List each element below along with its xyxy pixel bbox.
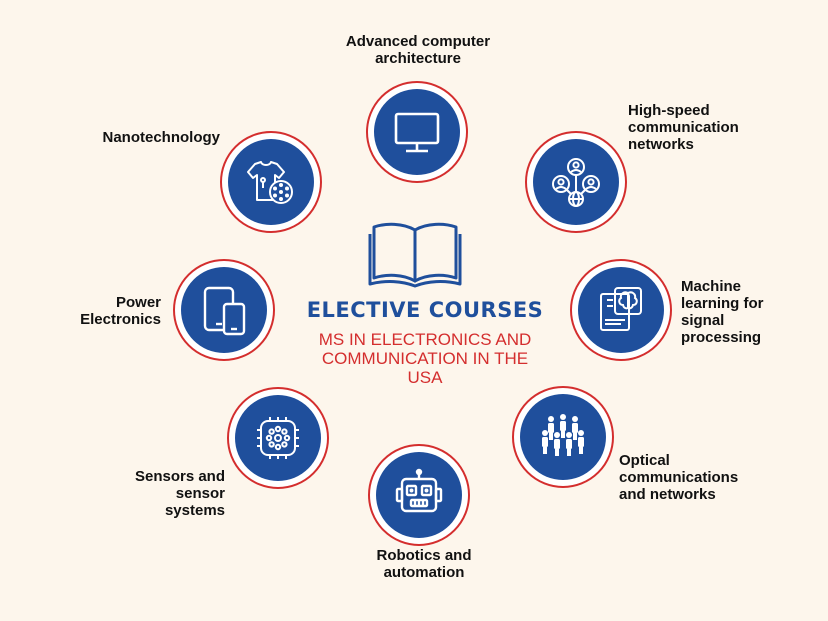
nano-shirt-icon <box>247 161 293 204</box>
node-nanotechnology <box>220 131 322 233</box>
robot-icon <box>395 468 443 513</box>
devices-icon <box>203 286 246 336</box>
brain-document-icon <box>600 287 642 331</box>
label-high-speed-communication-networks: High-speed communication networks <box>628 102 739 153</box>
label-advanced-computer-architecture: Advanced computer architecture <box>345 33 491 67</box>
label-robotics-automation: Robotics and automation <box>376 547 472 581</box>
node-sensors-sensor-systems <box>227 387 329 489</box>
center-title: ELECTIVE COURSES <box>306 298 544 322</box>
node-advanced-computer-architecture <box>366 81 468 183</box>
label-optical-communications-networks: Optical communications and networks <box>619 452 739 503</box>
node-optical-communications-networks <box>512 386 614 488</box>
center-subtitle: MS IN ELECTRONICS AND COMMUNICATION IN T… <box>318 330 532 387</box>
network-users-icon <box>552 158 600 207</box>
label-nanotechnology: Nanotechnology <box>102 129 220 146</box>
sensor-chip-icon <box>257 417 299 459</box>
open-book-icon <box>368 222 462 288</box>
label-sensors-sensor-systems: Sensors and sensor systems <box>134 468 225 519</box>
node-machine-learning-signal-processing <box>570 259 672 361</box>
label-machine-learning-signal-processing: Machine learning for signal processing <box>681 278 764 346</box>
node-power-electronics <box>173 259 275 361</box>
monitor-icon <box>394 112 440 153</box>
node-high-speed-communication-networks <box>525 131 627 233</box>
node-robotics-automation <box>368 444 470 546</box>
people-group-icon <box>542 414 584 456</box>
label-power-electronics: Power Electronics <box>80 294 161 328</box>
